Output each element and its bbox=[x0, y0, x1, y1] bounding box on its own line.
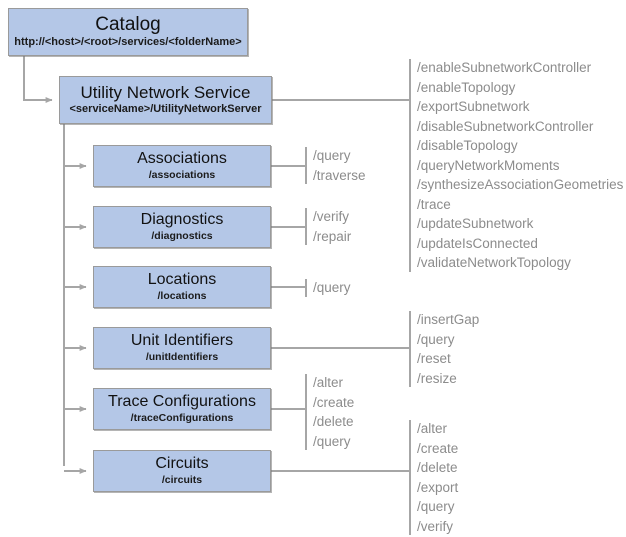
node-circuits[interactable]: Circuits /circuits bbox=[93, 450, 271, 492]
operation-label: /exportSubnetwork bbox=[417, 99, 530, 114]
node-associations-title: Associations bbox=[137, 150, 227, 168]
operation-label: /insertGap bbox=[417, 312, 480, 327]
node-catalog-title: Catalog bbox=[95, 14, 161, 36]
operations-locations: /query bbox=[305, 278, 351, 298]
operation-label: /query bbox=[417, 499, 455, 514]
operation-label: /verify bbox=[313, 209, 350, 224]
operation-label: /delete bbox=[313, 414, 354, 429]
node-associations[interactable]: Associations /associations bbox=[93, 145, 271, 187]
operation-label: /export bbox=[417, 479, 459, 495]
operations-associations: /query/traverse bbox=[305, 146, 366, 185]
node-diagnostics-title: Diagnostics bbox=[140, 211, 224, 229]
operations-diagnostics: /verify/repair bbox=[304, 207, 352, 246]
operation-label: /disableSubnetworkController bbox=[417, 118, 594, 134]
operation-label: /query bbox=[417, 331, 455, 347]
node-diagnostics[interactable]: Diagnostics /diagnostics bbox=[93, 206, 271, 248]
node-diagnostics-path: /diagnostics bbox=[151, 229, 213, 242]
node-unit-identifiers-title: Unit Identifiers bbox=[130, 332, 234, 350]
node-locations[interactable]: Locations /locations bbox=[93, 266, 271, 308]
operation-label: /resize bbox=[417, 370, 457, 386]
operation-label: /validateNetworkTopology bbox=[417, 255, 571, 270]
operation-label: /query bbox=[313, 433, 351, 449]
node-catalog-path: http://<host>/<root>/services/<folderNam… bbox=[14, 36, 242, 49]
operation-label: /queryNetworkMoments bbox=[417, 157, 560, 173]
operation-label: /traverse bbox=[313, 167, 366, 183]
node-trace-configurations-title: Trace Configurations bbox=[108, 393, 256, 411]
operation-label: /enableSubnetworkController bbox=[417, 60, 592, 75]
operations-trace-configurations: /alter/create/delete/query bbox=[304, 373, 355, 451]
node-unit-identifiers[interactable]: Unit Identifiers /unitIdentifiers bbox=[93, 327, 271, 369]
node-utility-network-service[interactable]: Utility Network Service <serviceName>/Ut… bbox=[59, 76, 272, 124]
node-catalog[interactable]: Catalog http://<host>/<root>/services/<f… bbox=[8, 8, 248, 56]
operation-label: /repair bbox=[313, 228, 352, 244]
operation-label: /reset bbox=[417, 351, 451, 366]
operation-label: /disableTopology bbox=[417, 138, 518, 153]
operations-circuits: /alter/create/delete/export/query/verify bbox=[408, 419, 459, 536]
node-trace-configurations[interactable]: Trace Configurations /traceConfiguration… bbox=[93, 388, 271, 430]
operation-label: /verify bbox=[417, 518, 454, 534]
operation-label: /alter bbox=[417, 421, 448, 436]
operations-utility-network-service: /enableSubnetworkController/enableTopolo… bbox=[408, 58, 624, 273]
node-associations-path: /associations bbox=[148, 168, 216, 181]
node-utility-network-service-title: Utility Network Service bbox=[80, 83, 251, 103]
operation-label: /synthesizeAssociationGeometries bbox=[417, 177, 624, 192]
operations-unit-identifiers: /insertGap/query/reset/resize bbox=[408, 310, 480, 388]
node-locations-title: Locations bbox=[147, 271, 217, 289]
node-unit-identifiers-path: /unitIdentifiers bbox=[145, 350, 219, 363]
operation-label: /trace bbox=[417, 196, 451, 212]
operation-label: /delete bbox=[417, 460, 458, 475]
operation-label: /enableTopology bbox=[417, 79, 516, 95]
node-locations-path: /locations bbox=[157, 289, 207, 302]
node-trace-configurations-path: /traceConfigurations bbox=[130, 411, 234, 424]
operation-label: /create bbox=[417, 440, 459, 456]
operation-label: /updateIsConnected bbox=[417, 235, 538, 251]
node-circuits-path: /circuits bbox=[161, 473, 203, 486]
operation-label: /alter bbox=[313, 375, 344, 390]
operation-label: /query bbox=[313, 280, 351, 295]
node-utility-network-service-path: <serviceName>/UtilityNetworkServer bbox=[69, 103, 262, 116]
operation-label: /updateSubnetwork bbox=[417, 216, 534, 231]
operation-label: /query bbox=[313, 148, 351, 163]
operation-label: /create bbox=[313, 394, 355, 410]
node-circuits-title: Circuits bbox=[155, 455, 209, 473]
